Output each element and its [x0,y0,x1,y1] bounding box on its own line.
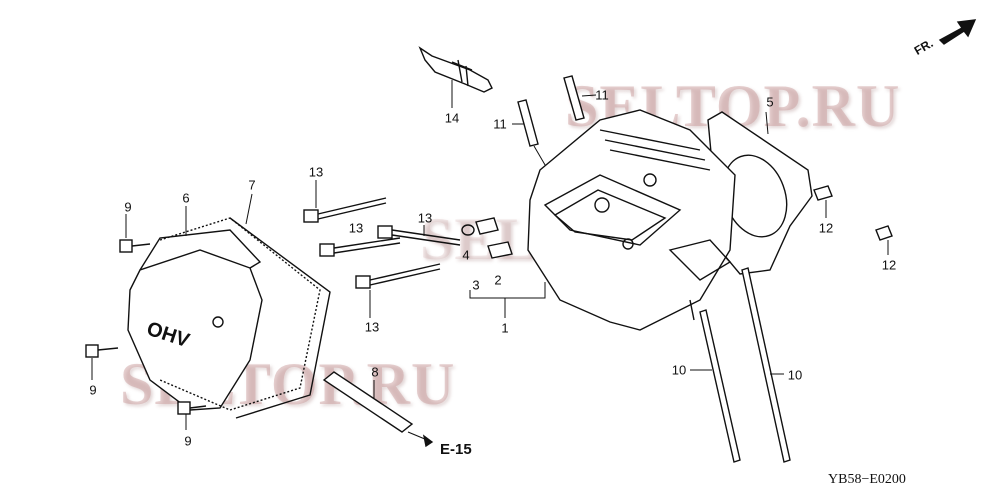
callout-13[interactable]: 13 [348,220,364,236]
callout-9[interactable]: 9 [184,433,192,449]
dowel-12-b[interactable] [875,225,893,255]
callout-10[interactable]: 10 [787,367,803,383]
callout-13[interactable]: 13 [417,210,433,226]
callout-8[interactable]: 8 [371,364,379,380]
callout-5[interactable]: 5 [766,94,774,110]
valve-cover[interactable] [127,206,263,411]
stud-11-left[interactable] [512,99,549,171]
callout-3[interactable]: 3 [472,277,480,293]
callout-11[interactable]: 11 [595,87,609,103]
bolt-13-d[interactable] [355,263,441,318]
stud-10-left[interactable] [690,309,741,463]
bolt-9-bottom[interactable] [177,401,207,430]
group-bracket [469,282,546,299]
bolt-13-b[interactable] [319,237,401,257]
oring-4[interactable] [461,224,475,236]
spark-plug[interactable] [418,46,493,108]
callout-9[interactable]: 9 [124,199,132,215]
callout-7[interactable]: 7 [248,177,256,193]
callout-9[interactable]: 9 [89,382,97,398]
bolt-9-top[interactable] [119,214,151,253]
bolt-13-a[interactable] [303,180,387,223]
drawing-code: YB58−E0200 [828,472,906,487]
callout-1[interactable]: 1 [501,320,509,336]
bolt-9-left[interactable] [85,344,119,380]
stud-10-right[interactable] [741,267,791,463]
pipe-8[interactable] [322,371,434,448]
callout-4[interactable]: 4 [462,247,470,263]
callout-2[interactable]: 2 [494,272,502,288]
reference-link-e15[interactable]: E-15 [440,441,472,458]
callout-6[interactable]: 6 [182,190,190,206]
callout-10[interactable]: 10 [671,362,687,378]
callout-13[interactable]: 13 [308,164,324,180]
callout-14[interactable]: 14 [444,110,460,126]
callout-11[interactable]: 11 [493,116,507,132]
cover-gasket[interactable] [159,193,331,419]
callout-12[interactable]: 12 [881,257,897,273]
dowel-2[interactable] [475,217,513,259]
front-arrow-icon [938,19,977,45]
cylinder-head[interactable] [527,109,736,331]
callout-12[interactable]: 12 [818,220,834,236]
callout-13[interactable]: 13 [364,319,380,335]
dowel-12-a[interactable] [813,185,833,218]
stud-11-upper[interactable] [563,75,597,121]
bolt-13-c[interactable] [377,225,461,246]
